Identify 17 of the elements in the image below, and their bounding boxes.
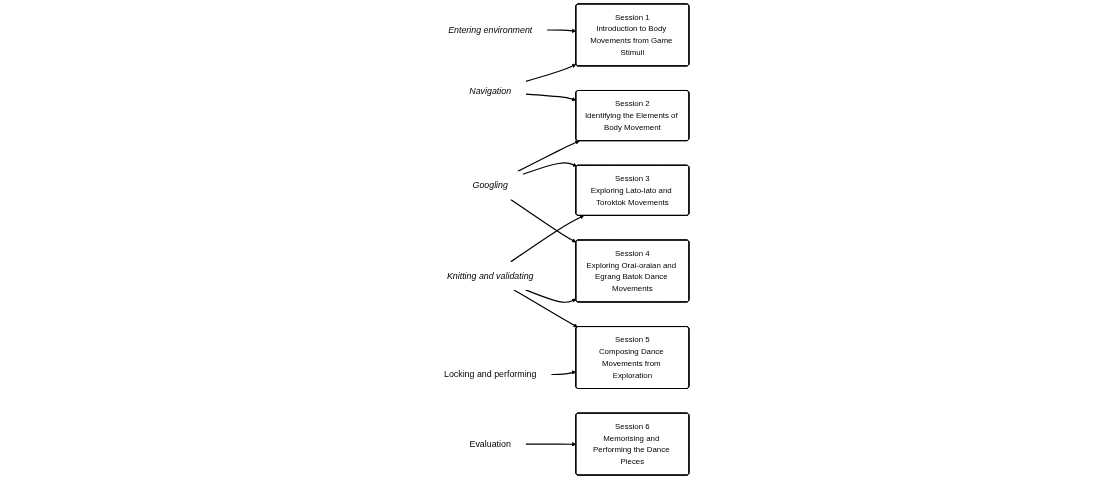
node-text: Knitting and validating [446, 270, 534, 281]
arrow [550, 370, 577, 376]
arrow [513, 289, 578, 328]
arrow [522, 162, 577, 175]
node-text: Evaluation [469, 438, 511, 449]
arrow [525, 93, 577, 102]
node-text: Googling [472, 180, 508, 191]
node-text: Entering environment [448, 24, 533, 35]
arrow [525, 63, 577, 82]
node-text: Locking and performing [443, 369, 537, 380]
arrow [510, 198, 577, 243]
arrow [517, 140, 580, 172]
arrow [510, 215, 584, 263]
node-text: Navigation [469, 86, 512, 97]
arrow [546, 28, 577, 33]
arrow [524, 442, 577, 447]
arrow [524, 289, 577, 303]
